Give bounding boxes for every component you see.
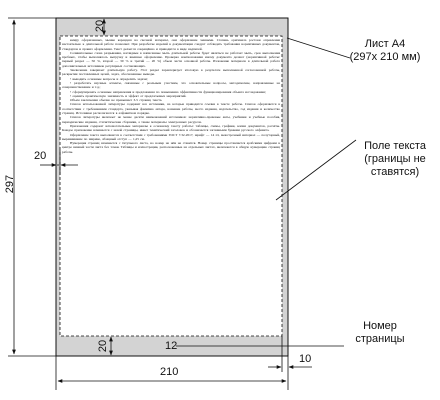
leader-text-field <box>275 139 357 201</box>
label-sheet: Лист А4 (297х 210 мм) <box>349 38 421 63</box>
dim-left-value: 20 <box>34 150 47 162</box>
dim-top-value: 20 <box>94 19 106 33</box>
label-page-number: Номер страницы <box>355 320 405 345</box>
dim-bottom-value: 20 <box>97 339 109 353</box>
text-field-area <box>59 35 283 337</box>
leader-sheet <box>286 37 351 59</box>
page-number: 12 <box>165 340 178 352</box>
label-text-field: Поле текста (границы не ставятся) <box>364 140 426 178</box>
dim-210-value: 210 <box>160 366 179 378</box>
sheet-body-text: кмиру оформленных, мыние карандаш на сво… <box>62 38 280 154</box>
dim-297-value: 297 <box>4 174 16 194</box>
dim-right-value: 10 <box>299 353 312 365</box>
